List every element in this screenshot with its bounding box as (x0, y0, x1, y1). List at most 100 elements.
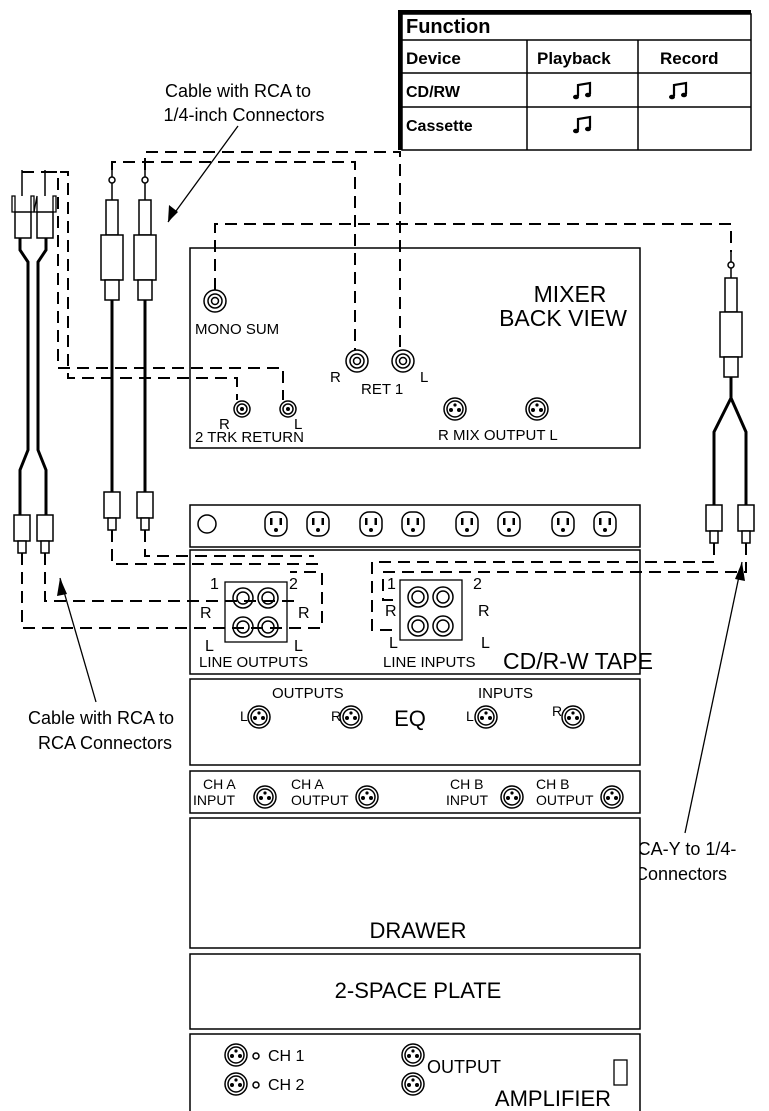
plate-title: 2-SPACE PLATE (335, 978, 502, 1003)
callout-leader (59, 577, 97, 703)
out-l-right-label: L (294, 638, 303, 655)
chb-input-xlr[interactable] (500, 785, 524, 809)
eq-input-l-xlr[interactable] (474, 705, 498, 729)
in-1-label: 1 (387, 576, 396, 593)
amp-output-xlr[interactable] (401, 1072, 425, 1096)
mono-sum-label: MONO SUM (195, 321, 279, 338)
arrowhead-icon (168, 205, 178, 222)
table-title: Function (406, 16, 490, 38)
line-input-2-l-rca[interactable] (432, 615, 454, 637)
rca-y-to-quarter-inch-cable (705, 252, 755, 544)
eq-out-r-label: R (331, 708, 341, 724)
cha-output-label: CH A (291, 776, 324, 792)
line-input-1-l-rca[interactable] (407, 615, 429, 637)
drawer-panel: DRAWER (189, 817, 641, 949)
arrowhead-icon (57, 578, 67, 596)
eq-in-l-label: L (466, 708, 474, 724)
cd-tape-title: CD/R-W TAPE (503, 648, 653, 674)
mix-output-l-xlr[interactable] (525, 397, 549, 421)
callout-leader (167, 125, 239, 223)
eq-input-r-xlr[interactable] (561, 705, 585, 729)
amp-title: AMPLIFIER (495, 1086, 611, 1111)
outlet-icon (359, 511, 383, 537)
eq-output-r-xlr[interactable] (339, 705, 363, 729)
line-inputs-label: LINE INPUTS (383, 654, 476, 671)
ret-1-r-jack[interactable] (345, 349, 369, 373)
callout-line: 1/4-inch Connectors (163, 105, 324, 125)
callout-line: Cable with RCA to (28, 708, 174, 728)
cha-output-label: OUTPUT (291, 792, 349, 808)
outlet-icon (264, 511, 288, 537)
signal-routing (21, 151, 747, 631)
chb-output-label: CH B (536, 776, 569, 792)
eq-outputs-label: OUTPUTS (272, 685, 344, 702)
cha-output-xlr[interactable] (355, 785, 379, 809)
eq-in-r-label: R (552, 703, 562, 719)
mixer-title: MIXER (534, 281, 607, 307)
trk-return-l-jack[interactable] (279, 400, 297, 418)
out-r-left-label: R (200, 605, 212, 622)
outlet-icon (593, 511, 617, 537)
eq-panel: EQ OUTPUTS INPUTS L R L R (189, 678, 641, 766)
rca-to-quarter-inch-cable (100, 170, 157, 531)
callout-line: RCA Connectors (38, 733, 172, 753)
trk-l-label: L (294, 416, 302, 433)
in-2-label: 2 (473, 576, 482, 593)
amp-ch1-xlr[interactable] (224, 1043, 248, 1067)
amp-power-switch[interactable] (613, 1059, 628, 1086)
mixer-subtitle: BACK VIEW (499, 305, 627, 331)
out-r-right-label: R (298, 605, 310, 622)
mixer-back-view-panel: MIXER BACK VIEW MONO SUM R L RET 1 R L 2… (189, 247, 641, 449)
cd-rw-tape-panel: CD/R-W TAPE 1 2 R R L L LINE OUTPUTS 1 2… (189, 549, 653, 675)
eq-out-l-label: L (240, 708, 248, 724)
drawer-title: DRAWER (370, 918, 467, 943)
cha-input-xlr[interactable] (253, 785, 277, 809)
mix-output-label: R MIX OUTPUT L (438, 427, 558, 444)
in-l-right-label: L (481, 635, 490, 652)
callout-line: Cable with RCA to (165, 81, 311, 101)
chb-output-xlr[interactable] (600, 785, 624, 809)
amp-ch2-label: CH 2 (268, 1077, 305, 1094)
ret-1-l-jack[interactable] (391, 349, 415, 373)
line-outputs-label: LINE OUTPUTS (199, 654, 308, 671)
in-r-left-label: R (385, 603, 397, 620)
line-input-2-r-rca[interactable] (432, 586, 454, 608)
trk-return-r-jack[interactable] (233, 400, 251, 418)
trk-r-label: R (219, 416, 230, 433)
two-space-plate-panel: 2-SPACE PLATE (189, 953, 641, 1030)
arrowhead-icon (735, 562, 745, 581)
callout-leader (684, 561, 743, 834)
amp-ch1-label: CH 1 (268, 1048, 305, 1065)
outlet-icon (497, 511, 521, 537)
callout-rca-to-rca: Cable with RCA to RCA Connectors (28, 577, 174, 753)
dual-channel-panel: CH A INPUT CH A OUTPUT CH B INPUT CH B O… (189, 770, 641, 814)
mix-output-r-xlr[interactable] (443, 397, 467, 421)
in-r-right-label: R (478, 603, 490, 620)
outlet-icon (551, 511, 575, 537)
amp-ch2-xlr[interactable] (224, 1072, 248, 1096)
out-2-label: 2 (289, 576, 298, 593)
outlet-icon (401, 511, 425, 537)
trk-return-label: 2 TRK RETURN (195, 429, 304, 446)
power-switch[interactable] (197, 514, 217, 534)
function-table: Function Device Playback Record CD/RW Ca… (398, 10, 752, 151)
eq-output-l-xlr[interactable] (247, 705, 271, 729)
table-row-device: CD/RW (406, 84, 461, 101)
eq-inputs-label: INPUTS (478, 685, 533, 702)
table-row-device: Cassette (406, 118, 473, 135)
eq-title: EQ (394, 706, 426, 731)
in-l-left-label: L (389, 635, 398, 652)
amp-output-xlr[interactable] (401, 1043, 425, 1067)
outlet-icon (455, 511, 479, 537)
table-header-playback: Playback (537, 49, 611, 68)
line-output-1-r-rca[interactable] (232, 587, 254, 609)
table-header-device: Device (406, 49, 461, 68)
ret-l-label: L (420, 369, 428, 386)
amplifier-panel: CH 1 CH 2 OUTPUT AMPLIFIER (189, 1033, 641, 1111)
line-input-1-r-rca[interactable] (407, 586, 429, 608)
mono-sum-jack[interactable] (203, 289, 227, 313)
line-output-2-r-rca[interactable] (257, 587, 279, 609)
table-header-record: Record (660, 49, 719, 68)
power-strip (189, 504, 641, 548)
